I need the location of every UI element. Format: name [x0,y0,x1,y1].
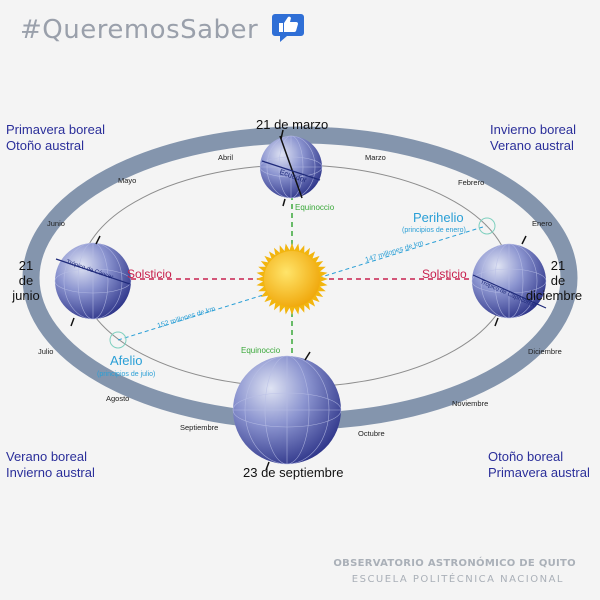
date-december-line: diciembre [526,288,582,303]
footer-organization: OBSERVATORIO ASTRONÓMICO DE QUITO [333,558,576,569]
month-label: Abril [218,153,233,162]
month-label: Septiembre [180,423,218,432]
season-line: Invierno austral [6,465,95,480]
month-label: Junio [47,219,65,228]
season-line: Otoño austral [6,138,85,153]
month-label: Febrero [458,178,484,187]
equinox-label-bottom: Equinoccio [241,346,281,355]
season-line: Invierno boreal [490,122,576,137]
date-march: 21 de marzo [256,117,328,132]
date-december-line: de [551,273,565,288]
month-label: Julio [38,347,53,356]
hashtag-text: #QueremosSaber [20,15,259,45]
solstice-label-right: Solsticio [422,267,467,281]
month-label: Enero [532,219,552,228]
season-line: Primavera austral [488,465,590,480]
month-label: Noviembre [452,399,488,408]
season-line: Verano austral [490,138,574,153]
season-line: Primavera boreal [6,122,105,137]
season-line: Otoño boreal [488,449,564,464]
solstice-label-left: Solsticio [127,267,172,281]
date-september: 23 de septiembre [243,465,343,480]
distance-aphelion: 152 millones de km [157,306,217,330]
date-june-line: 21 [19,258,33,273]
season-top-left: Primavera boreal Otoño austral [6,122,105,154]
season-bottom-right: Otoño boreal Primavera austral [488,449,590,481]
earth-june [54,235,132,327]
season-top-right: Invierno boreal Verano austral [490,122,576,154]
date-december-line: 21 [551,258,565,273]
month-label: Marzo [365,153,386,162]
equinox-label-top: Equinoccio [295,203,335,212]
season-bottom-left: Verano boreal Invierno austral [6,449,95,481]
aphelion-sub: (principios de julio) [97,371,155,378]
earth-december [471,235,547,327]
earth-march [259,129,323,207]
sun [264,251,320,307]
earth-september [232,351,342,471]
footer-school: ESCUELA POLITÉCNICA NACIONAL [351,574,564,585]
date-june-line: de [19,273,33,288]
month-label: Agosto [106,394,129,403]
aphelion-marker [109,331,127,349]
distance-perihelion: 147 millones de km [365,240,425,264]
season-line: Verano boreal [6,449,87,464]
month-label: Octubre [358,429,385,438]
date-june-line: junio [11,288,39,303]
perihelion-sub: (principios de enero) [402,227,466,234]
month-label: Mayo [118,176,136,185]
perihelion-label: Perihelio [413,210,464,225]
thumbs-up-icon [272,14,305,42]
aphelion-label: Afelio [110,353,143,368]
perihelion-marker [478,217,496,235]
month-label: Diciembre [528,347,562,356]
hashtag-title: #QueremosSaber [20,10,305,45]
